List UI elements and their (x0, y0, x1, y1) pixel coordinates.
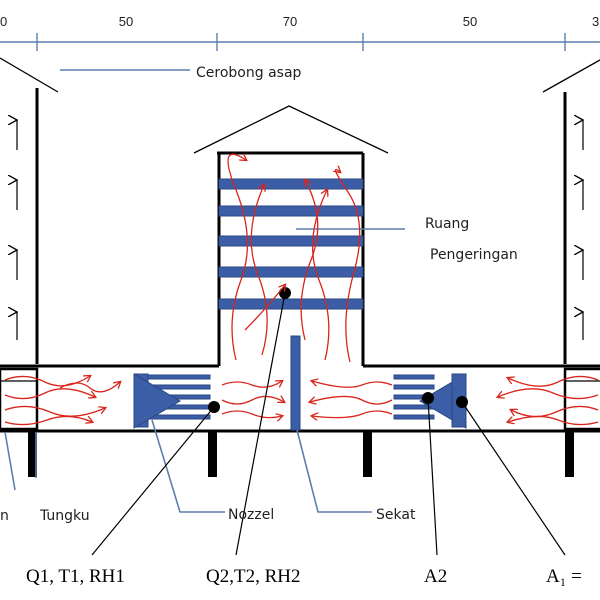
label-a2: A2 (424, 566, 447, 587)
dimension-70: 70 (283, 14, 297, 29)
drying-rack-3 (218, 235, 364, 247)
label-ruang: Ruang (425, 216, 469, 232)
air-duct (0, 364, 600, 477)
drying-rack-2 (218, 205, 364, 217)
label-q1-t1-rh1: Q1, T1, RH1 (26, 566, 125, 587)
hot-air-flow (4, 154, 599, 426)
label-sekat: Sekat (376, 507, 416, 523)
dimension-50-left: 50 (119, 14, 133, 29)
nozzle-left (133, 373, 220, 429)
label-a1: A₁ = (546, 566, 582, 587)
drying-rack-5 (218, 298, 364, 310)
right-chimney (542, 59, 600, 364)
label-tungku: Tungku (39, 508, 90, 524)
label-cerobong-asap: Cerobong asap (196, 65, 302, 81)
sekat-baffle (290, 335, 301, 431)
label-q2-t2-rh2: Q2,T2, RH2 (206, 566, 300, 587)
label-pengeringan: Pengeringan (430, 247, 518, 263)
annotation-leaders (4, 292, 566, 556)
label-left-cut: n (0, 508, 9, 524)
drying-rack-4 (218, 266, 364, 278)
label-nozzel: Nozzel (228, 507, 274, 523)
dimension-right: 3 (592, 14, 599, 29)
drying-chamber (193, 105, 389, 366)
dimension-line: 0 50 70 50 3 (0, 14, 600, 51)
left-chimney (0, 57, 59, 364)
dimension-50-right: 50 (463, 14, 477, 29)
dimension-left: 0 (0, 14, 7, 29)
nozzle-right (393, 373, 468, 429)
drying-rack-1 (218, 178, 364, 190)
